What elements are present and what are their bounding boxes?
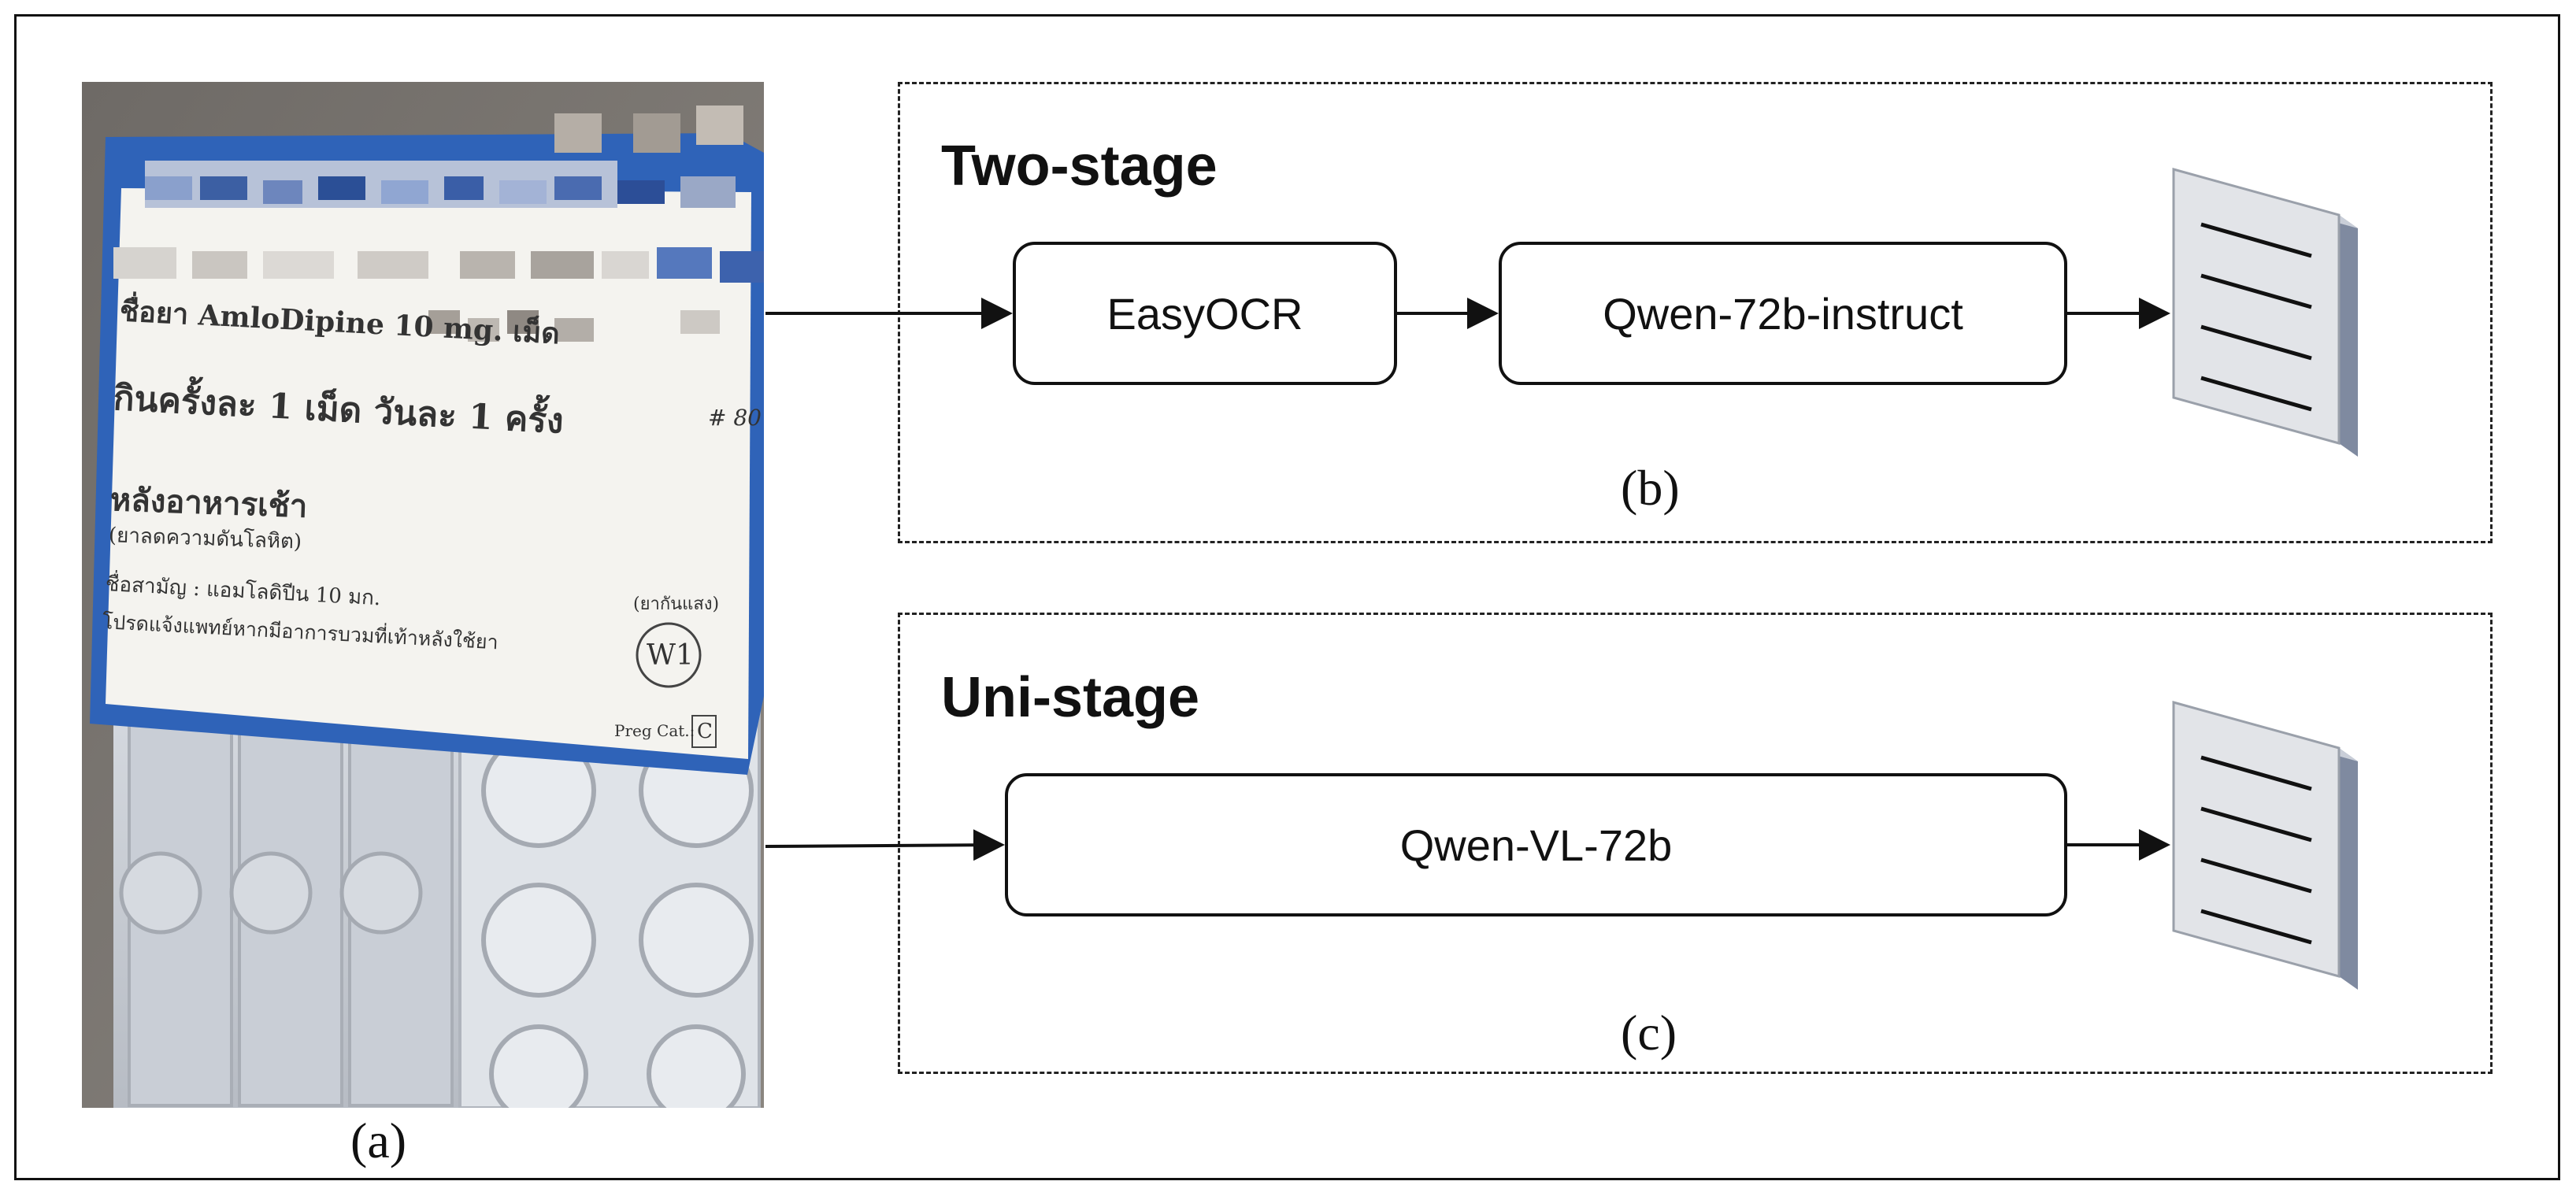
arrow-photo-to-qwen-vl	[765, 829, 1005, 861]
caption-c: (c)	[1621, 1005, 1677, 1061]
count-label: # 80	[708, 405, 762, 431]
label-sticker	[90, 106, 764, 775]
uni-stage-panel	[898, 613, 2493, 1074]
photo-background	[82, 82, 764, 1108]
w1-stamp: W1	[647, 639, 694, 672]
preg-cat-box	[691, 715, 717, 748]
figure-frame	[14, 14, 2560, 1180]
preg-cat-value: C	[697, 720, 713, 743]
preg-cat-label: Preg Cat.:	[614, 721, 695, 740]
qwen-vl-72b-box: Qwen-VL-72b	[1005, 773, 2067, 916]
uni-stage-title: Uni-stage	[941, 666, 1200, 729]
document-icon	[2172, 168, 2358, 457]
easyocr-box: EasyOCR	[1013, 242, 1397, 385]
redacted-area	[113, 106, 764, 342]
document-icon	[2172, 701, 2358, 990]
caption-a: (a)	[350, 1113, 407, 1168]
qwen-72b-instruct-box: Qwen-72b-instruct	[1499, 242, 2067, 385]
two-stage-title: Two-stage	[941, 135, 1218, 198]
medicine-label-photo: ชื่อยา AmloDipine 10 mg. เม็ด กินครั้งละ…	[82, 82, 764, 1108]
caption-b: (b)	[1621, 460, 1680, 516]
w1-stamp-circle	[636, 622, 702, 688]
light-protect-label: (ยากันแสง)	[633, 594, 720, 614]
